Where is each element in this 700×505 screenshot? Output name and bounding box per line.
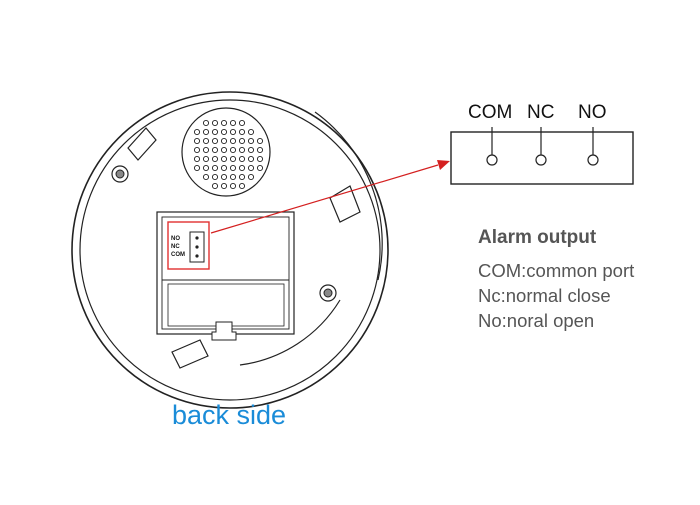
- speaker-hole: [193, 164, 201, 172]
- speaker-hole: [229, 119, 237, 127]
- speaker-hole: [202, 128, 210, 136]
- pcb-label-no: NO: [171, 236, 180, 242]
- speaker-hole: [238, 137, 246, 145]
- speaker-hole: [220, 164, 228, 172]
- speaker-hole: [220, 182, 228, 190]
- speaker-hole: [229, 137, 237, 145]
- speaker-hole: [247, 164, 255, 172]
- terminal-box: [450, 131, 634, 185]
- speaker-hole: [229, 182, 237, 190]
- speaker-hole: [256, 137, 264, 145]
- speaker-hole: [211, 164, 219, 172]
- speaker-hole: [220, 137, 228, 145]
- alarm-line-no: No:noral open: [478, 310, 595, 331]
- alarm-output-title: Alarm output: [478, 227, 597, 248]
- speaker-hole: [247, 173, 255, 181]
- terminal-com-contact: [486, 154, 498, 166]
- speaker-hole: [211, 128, 219, 136]
- speaker-hole: [220, 155, 228, 163]
- back-side-caption: back side: [172, 400, 287, 430]
- speaker-hole: [238, 155, 246, 163]
- speaker-grille: [181, 107, 271, 197]
- terminal-nc-contact: [535, 154, 547, 166]
- speaker-hole: [220, 119, 228, 127]
- speaker-hole: [220, 146, 228, 154]
- pointer-arrow-head: [437, 160, 450, 170]
- outer-ring: [71, 91, 389, 409]
- speaker-hole: [202, 146, 210, 154]
- speaker-hole: [238, 182, 246, 190]
- alarm-line-com: COM:common port: [478, 260, 635, 281]
- terminal-label-com: COM: [468, 102, 513, 123]
- inner-ring: [79, 99, 381, 401]
- screw-hole-left: [111, 165, 129, 183]
- speaker-hole: [193, 155, 201, 163]
- speaker-hole: [211, 155, 219, 163]
- speaker-hole: [256, 146, 264, 154]
- speaker-hole: [238, 128, 246, 136]
- outer-rim-arc: [314, 111, 383, 281]
- speaker-hole: [211, 119, 219, 127]
- speaker-hole: [202, 119, 210, 127]
- speaker-hole: [211, 173, 219, 181]
- rim-tab-top-left: [127, 127, 157, 161]
- speaker-hole: [202, 164, 210, 172]
- speaker-hole: [238, 119, 246, 127]
- speaker-hole: [247, 137, 255, 145]
- speaker-hole: [202, 173, 210, 181]
- speaker-hole: [229, 128, 237, 136]
- speaker-hole: [202, 155, 210, 163]
- pcb-label-com: COM: [171, 252, 185, 258]
- terminal-pin-nc: [195, 245, 199, 249]
- speaker-hole: [211, 146, 219, 154]
- rim-tab-bottom: [171, 339, 209, 369]
- speaker-hole: [256, 164, 264, 172]
- terminal-pin-no: [195, 236, 199, 240]
- speaker-hole: [229, 173, 237, 181]
- speaker-hole: [238, 146, 246, 154]
- alarm-line-nc: Nc:normal close: [478, 285, 611, 306]
- rim-tab-right: [329, 185, 361, 223]
- terminal-label-nc: NC: [527, 102, 555, 123]
- terminal-highlight-box: [167, 221, 210, 270]
- speaker-hole: [229, 155, 237, 163]
- speaker-hole: [193, 137, 201, 145]
- speaker-hole: [202, 137, 210, 145]
- terminal-pin-com: [195, 254, 199, 258]
- speaker-hole: [238, 173, 246, 181]
- compartment-outer: [156, 211, 295, 335]
- pointer-arrow-line: [210, 164, 439, 234]
- speaker-hole: [238, 164, 246, 172]
- speaker-hole: [211, 182, 219, 190]
- speaker-hole: [229, 146, 237, 154]
- speaker-hole: [193, 146, 201, 154]
- battery-slot: [167, 283, 285, 327]
- compartment-inner: [161, 216, 290, 330]
- speaker-hole: [220, 173, 228, 181]
- pcb-label-nc: NC: [171, 244, 180, 250]
- speaker-outline: [181, 107, 271, 197]
- speaker-hole: [256, 155, 264, 163]
- terminal-label-no: NO: [578, 102, 607, 123]
- battery-latch: [211, 321, 237, 341]
- speaker-hole: [193, 128, 201, 136]
- speaker-hole: [247, 155, 255, 163]
- speaker-hole: [220, 128, 228, 136]
- terminal-no-contact: [587, 154, 599, 166]
- speaker-hole: [247, 128, 255, 136]
- screw-hole-right: [319, 284, 337, 302]
- speaker-hole: [229, 164, 237, 172]
- speaker-hole: [211, 137, 219, 145]
- lower-rim-arc: [239, 299, 341, 366]
- speaker-hole: [247, 146, 255, 154]
